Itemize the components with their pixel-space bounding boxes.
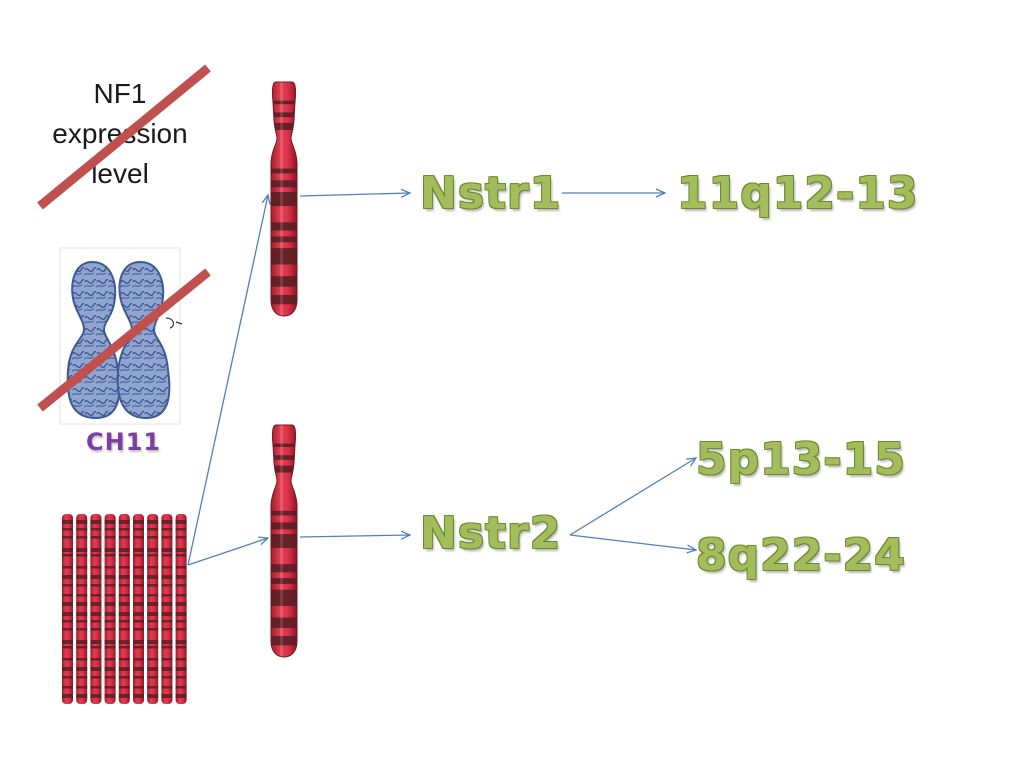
nf1-line-3: level [91, 158, 149, 189]
nstr2-label: Nstr2 [420, 508, 562, 559]
nf1-expression-label: NF1 expression level [40, 74, 200, 194]
strike-lines [37, 64, 211, 412]
small-chromosome [104, 606, 116, 704]
small-chromosome [175, 514, 187, 612]
small-chromosome [76, 606, 88, 704]
small-chromosome [62, 514, 73, 612]
large-chromosome-top [270, 81, 298, 317]
nstr1-label: Nstr1 [420, 168, 562, 219]
small-chromosome [76, 514, 88, 612]
small-chromosome [133, 514, 144, 612]
arrow-nstr2-to-8q [569, 534, 696, 550]
arrow-to-nstr2 [299, 535, 410, 537]
chromosome-population-image [62, 514, 187, 704]
large-chromosomes [270, 81, 298, 658]
arrow-to-nstr1 [299, 193, 410, 196]
strike-nf1-expression [37, 64, 211, 210]
large-chromosome-bottom [270, 424, 298, 658]
small-chromosome [161, 514, 173, 612]
strike-condensed-chromosome [37, 268, 211, 412]
small-chromosome [133, 606, 144, 704]
small-chromosome [147, 606, 159, 704]
small-chromosome [62, 606, 73, 704]
arrow-nstr2-to-5p [569, 458, 696, 536]
small-chromosome [118, 514, 130, 612]
nf1-line-1: NF1 [93, 78, 147, 109]
small-chromosome [147, 514, 159, 612]
arrows [187, 193, 696, 566]
condensed-chromosome-image [59, 247, 183, 425]
small-chromosome [90, 606, 102, 704]
small-chromosome [104, 514, 116, 612]
small-chromosome [118, 606, 130, 704]
small-chromosome [161, 606, 173, 704]
locus-8q22-24-label: 8q22-24 [696, 530, 906, 581]
small-chromosome [175, 606, 187, 704]
arrow-to-chromosome-top [187, 195, 268, 566]
locus-5p13-15-label: 5p13-15 [696, 434, 906, 485]
locus-11q12-13-label: 11q12-13 [677, 168, 919, 219]
ch11-label: CH11 [86, 428, 162, 456]
small-chromosome [90, 514, 102, 612]
arrow-to-chromosome-bottom [187, 538, 268, 566]
